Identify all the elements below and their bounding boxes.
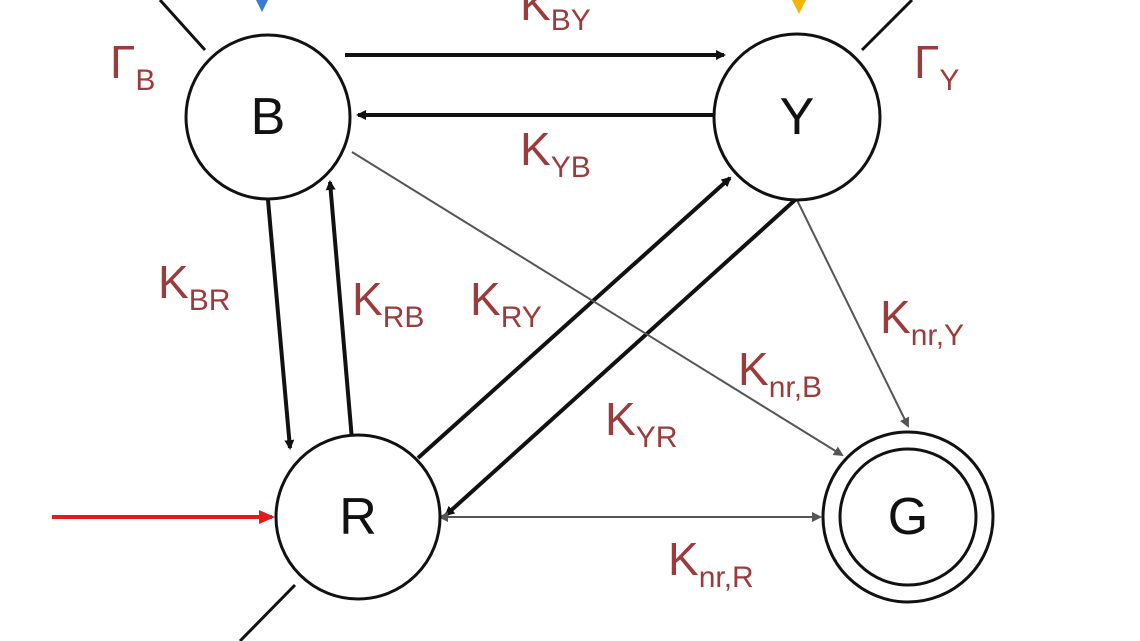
yellow-input-arrow-icon [792, 0, 806, 14]
blue-input-arrow-icon [256, 0, 268, 12]
edge-r-to-b [325, 180, 354, 441]
rate-label-k-yr: KYR [605, 393, 677, 454]
rate-label-gamma-y: ΓY [914, 36, 959, 97]
gamma-b-line [158, 0, 207, 52]
rate-label-k-yb: KYB [520, 123, 591, 184]
rate-label-k-nr-b: Knr,B [738, 343, 822, 404]
edge-b-to-r [266, 199, 295, 450]
rate-label-k-br: KBR [158, 256, 230, 317]
edge-y-to-g [796, 199, 909, 428]
node-y-label: Y [780, 88, 815, 146]
node-r: R [274, 433, 442, 601]
node-r-label: R [339, 488, 377, 546]
rate-label-k-nr-y: Knr,Y [880, 291, 964, 352]
node-g: G [821, 430, 995, 604]
rate-label-k-ry: KRY [470, 273, 542, 334]
edge-r-to-y [416, 176, 732, 460]
node-g-label: G [888, 488, 928, 546]
rate-label-k-nr-r: Knr,R [668, 533, 754, 594]
node-b-label: B [251, 88, 286, 146]
edge-y-to-r [444, 198, 797, 517]
rate-label-gamma-b: ΓB [110, 36, 155, 97]
gamma-y-line [860, 0, 914, 52]
node-y: Y [712, 32, 882, 202]
r-output-line [238, 583, 297, 641]
rate-label-k-rb: KRB [352, 273, 424, 334]
rate-label-k-by: KBY [520, 0, 591, 37]
edge-b-to-g [351, 151, 844, 457]
node-b: B [184, 33, 352, 201]
